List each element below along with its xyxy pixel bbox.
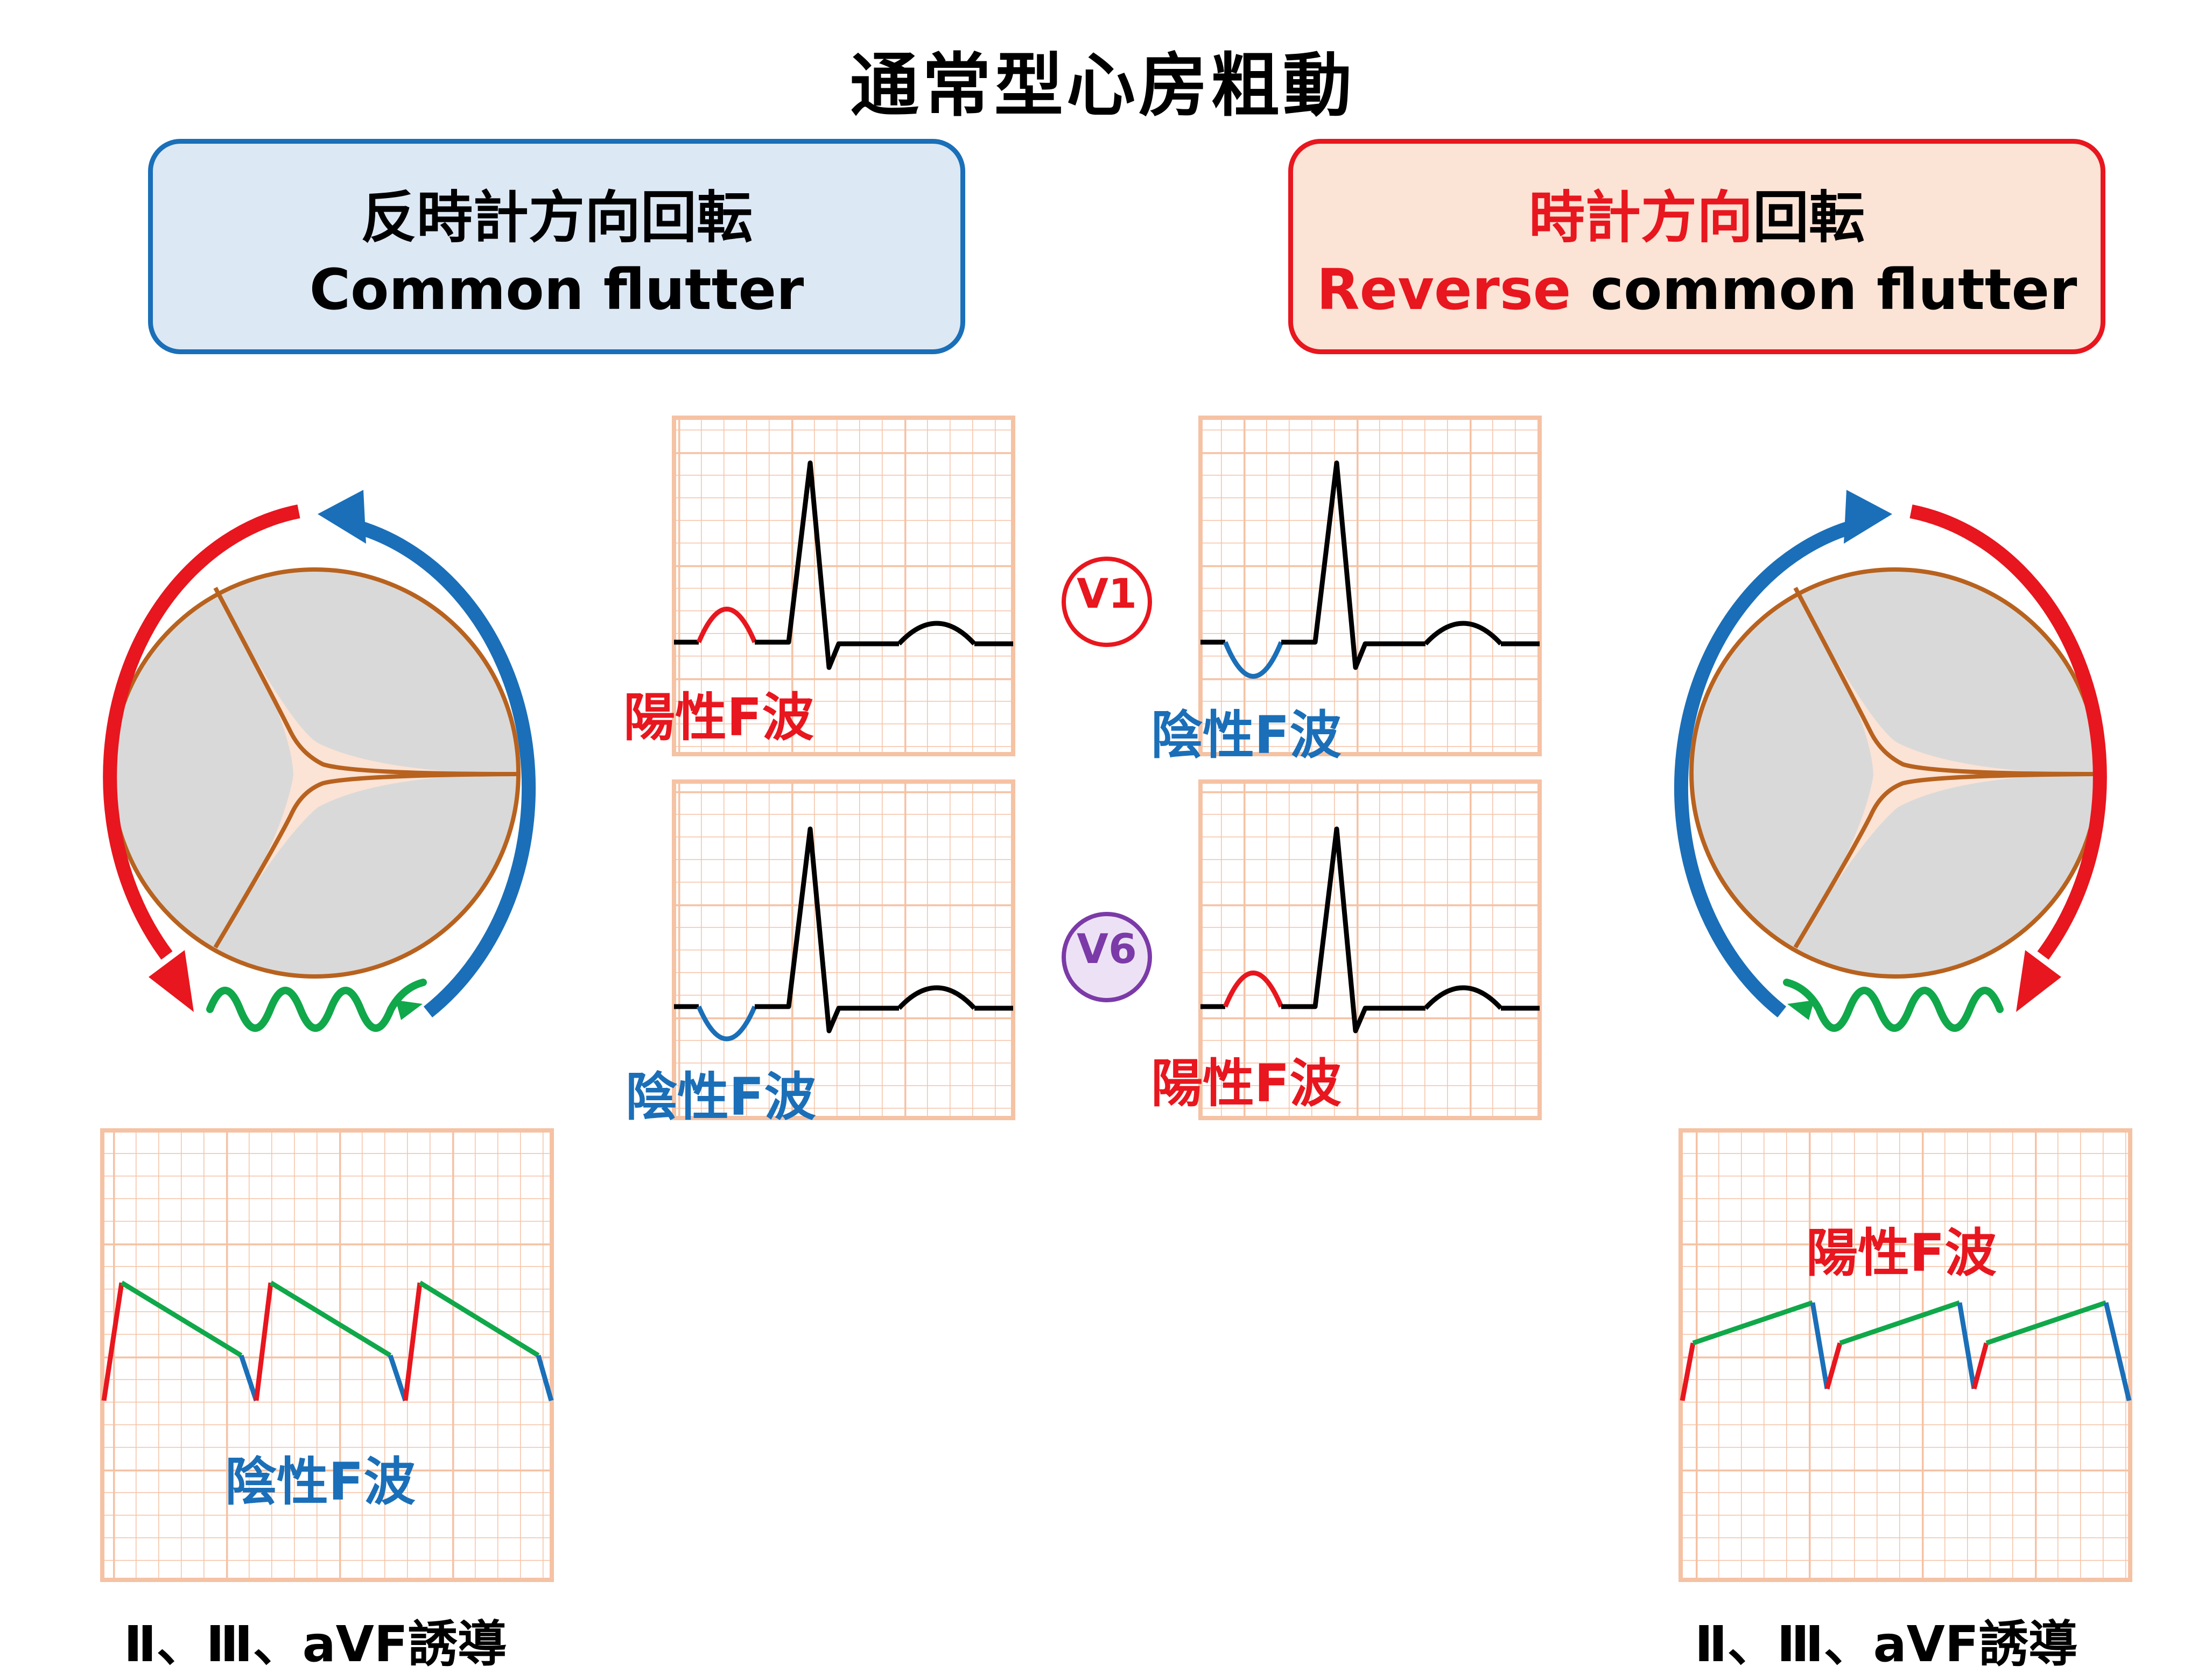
ecg-grid-cw-v1 [1198,416,1542,756]
cw-v1-wave-label: 陰性F波 [1151,705,1342,765]
v6-badge-circle [1062,912,1152,1002]
green-arrowhead [396,1000,423,1020]
cw-inferior-wave-label: 陽性F波 [1806,1223,1997,1283]
ecg-trace-cw-v1 [1200,460,1540,679]
red-arrowhead [2016,950,2061,1012]
ecg-grid-ccw-v1 [672,416,1015,756]
ccw-v6-wave-label: 陰性F波 [626,1067,816,1127]
ecg-grid-cw-v6 [1198,779,1542,1120]
cw-inferior-leads-caption: Ⅱ、Ⅲ、aVF誘導 [1695,1615,2078,1673]
ecg-trace-cw-inferior [1680,1300,2132,1402]
cw-rotation-title-colored: 時計方向 [1528,185,1753,250]
leaflet-line-bottom [1793,772,2097,949]
cw-rotation-subtitle-colored: Reverse [1316,257,1571,322]
page-title: 通常型心房粗動 [849,46,1355,126]
leaflet-line-top [1793,587,2097,776]
squiggle-wave-icon [206,979,427,1032]
ecg-grid-cw-inferior [1679,1128,2132,1582]
v1-badge-circle [1062,557,1152,647]
ccw-rotation-subtitle: Common flutter [309,257,804,322]
ccw-circuit-diagram [103,490,536,1032]
cw-rotation-box: 時計方向回転 Reverse common flutter [1288,139,2105,354]
ecg-trace-ccw-v6 [674,826,1013,1042]
blue-return-arc [1674,518,1862,1018]
cw-v6-wave-label: 陽性F波 [1151,1053,1342,1114]
cw-rotation-title: 時計方向回転 [1293,181,2101,254]
ccw-rotation-title: 反時計方向回転 [360,185,753,250]
v1-badge: V1 [1077,570,1137,617]
cw-circuit-diagram [1674,490,2107,1032]
counterclockwise-arrow-icon [103,504,300,960]
tricuspid-leaflets-center [1795,588,2097,947]
red-arrowhead [149,950,194,1012]
ecg-trace-ccw-v1 [674,460,1013,670]
ecg-trace-cw-v6 [1200,826,1540,1034]
blue-return-arc [348,518,536,1018]
tricuspid-leaflets-center [215,588,517,947]
blue-arrowhead [1844,490,1892,544]
clockwise-arrow-icon [1909,504,2107,960]
ecg-grid-ccw-v6 [672,779,1015,1120]
leaflet-line-top [213,587,517,776]
cw-rotation-title-rest: 回転 [1753,185,1865,250]
v6-badge: V6 [1077,925,1137,973]
ccw-inferior-leads-caption: Ⅱ、Ⅲ、aVF誘導 [124,1615,507,1673]
ecg-grid-ccw-inferior [100,1128,554,1582]
ecg-trace-ccw-inferior [101,1281,554,1402]
cw-rotation-subtitle: Reverse common flutter [1293,254,2101,326]
ccw-rotation-box: 反時計方向回転 Common flutter [148,139,965,354]
leaflet-line-bottom [213,772,517,949]
squiggle-wave-icon [1783,979,2004,1032]
cw-rotation-subtitle-rest: common flutter [1571,257,2077,322]
ccw-v1-wave-label: 陽性F波 [623,687,814,748]
blue-arrowhead [318,490,366,544]
ccw-inferior-wave-label: 陰性F波 [225,1452,416,1512]
green-arrowhead [1787,1000,1814,1020]
